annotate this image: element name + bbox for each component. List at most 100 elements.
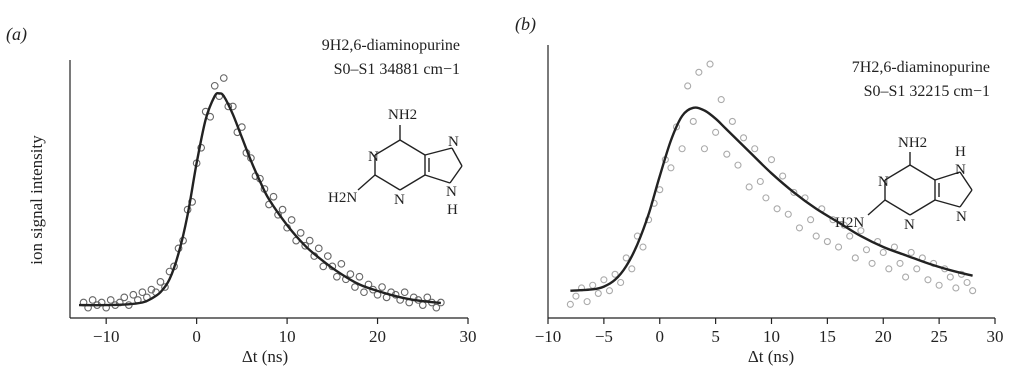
panel-b-mol-n7: N: [955, 162, 966, 178]
panel-a-x-tick-label-0: −10: [93, 327, 120, 346]
panel-a-data-point: [88, 296, 97, 304]
panel-b-data-point: [751, 145, 759, 153]
panel-a-annotation-name: 9H2,6-diaminopurine: [322, 37, 460, 54]
panel-b-data-point: [879, 248, 887, 257]
panel-a-data-point: [106, 296, 115, 304]
panel-a-data-point: [432, 303, 441, 312]
panel-a-x-axis-label: Δt (ns): [242, 347, 288, 366]
panel-b-data-point: [907, 248, 915, 257]
panel-b-molecule: [867, 152, 973, 216]
panel-a-x-tick-label-2: 10: [279, 327, 296, 346]
panel-a-label: (a): [6, 24, 27, 45]
panel-b-data-point: [896, 259, 904, 267]
panel-b-data-point: [589, 281, 597, 289]
panel-b-mol-n3: N: [904, 217, 915, 233]
panel-b-data-point: [678, 145, 686, 153]
panel-b-data-point: [784, 210, 792, 218]
panel-b-data-point: [712, 128, 720, 136]
panel-a-data-point: [314, 244, 323, 253]
panel-b-mol-n1: N: [878, 174, 889, 190]
panel-a-data-point: [156, 278, 165, 286]
panel-a-data-point: [323, 252, 332, 260]
panel-b-data-point: [851, 254, 859, 262]
panel-a-mol-h: H: [447, 202, 458, 218]
panel-b-x-tick-label-8: 30: [987, 327, 1004, 346]
panel-b-mol-nh2: NH2: [898, 135, 927, 151]
panel-b-data-point: [639, 243, 647, 251]
panel-a-data-point: [120, 293, 129, 302]
panel-a-fit-curve: [78, 91, 442, 307]
panel-a-data-point: [337, 259, 346, 268]
panel-a-annotation-transition: S0–S1 34881 cm−1: [334, 61, 460, 78]
panel-a-data-point: [301, 241, 310, 250]
panel-a-data-point: [296, 229, 305, 237]
panel-b-data-point: [734, 161, 742, 169]
panel-a-data-point: [346, 270, 355, 278]
panel-b-data-point: [812, 232, 820, 240]
panel-b-data-point: [868, 259, 876, 267]
panel-b-data-point: [846, 232, 854, 240]
panel-a-data-point: [129, 290, 138, 299]
panel-b-data-point: [773, 205, 781, 213]
panel-b-data-point: [969, 287, 977, 295]
panel-a-data-point: [210, 81, 219, 90]
panel-b-x-tick-label-0: −10: [535, 327, 562, 346]
panel-a-data-point: [355, 272, 364, 281]
panel-b-x-tick-label-7: 25: [931, 327, 948, 346]
panel-a-data-point: [378, 283, 386, 291]
panel-b-x-tick-label-3: 5: [711, 327, 720, 346]
panel-b-x-tick-label-5: 15: [819, 327, 836, 346]
panel-b-data-point: [862, 246, 871, 254]
panel-b-x-tick-label-6: 20: [875, 327, 892, 346]
panel-a-mol-n1: N: [368, 149, 379, 165]
panel-b-x-tick-label-1: −5: [595, 327, 613, 346]
panel-a-data-point: [332, 272, 341, 281]
panel-a-mol-h2n: H2N: [328, 190, 357, 206]
panel-a-data-point: [269, 192, 278, 201]
panel-a-data-point: [278, 205, 287, 214]
panel-a-data-point: [219, 74, 228, 82]
panel-a-data-point: [418, 301, 427, 309]
panel-b-mol-h2n: H2N: [835, 215, 864, 231]
panel-a-data-point: [400, 288, 409, 297]
panel-a-mol-n7: N: [448, 134, 459, 150]
panel-b-data-point: [667, 164, 675, 172]
panel-b-data-point: [594, 289, 602, 297]
panel-b-data-point: [583, 298, 591, 306]
panel-b-data-point: [611, 270, 619, 278]
panel-b-data-point: [706, 60, 714, 68]
panel-b-data-point: [700, 145, 709, 153]
panel-b-data-point: [728, 117, 736, 125]
panel-a-data-point: [305, 236, 314, 245]
panel-b-data-point: [963, 278, 971, 287]
panel-b-mol-h: H: [955, 144, 966, 160]
panel-b-data-point: [823, 238, 831, 246]
panel-b-data-point: [779, 172, 787, 180]
panel-b-data-point: [745, 183, 753, 191]
panel-b-data-point: [566, 300, 574, 308]
panel-b-data-point: [689, 117, 697, 125]
panel-a-x-tick-label-3: 20: [369, 327, 386, 346]
panel-b-x-axis-label: Δt (ns): [748, 347, 794, 366]
panel-a-data-point: [319, 262, 328, 271]
panel-b-data-point: [695, 68, 703, 76]
panel-a-data-point: [360, 288, 368, 297]
panel-b-data-point: [890, 243, 898, 251]
panel-b-annotation-transition: S0–S1 32215 cm−1: [864, 83, 990, 100]
panel-b-data-point: [572, 292, 580, 300]
panel-a-x-tick-label-4: 30: [460, 327, 477, 346]
panel-b-data-point: [617, 278, 625, 287]
panel-b-data-point: [684, 82, 692, 90]
panel-b-data-point: [902, 273, 910, 281]
panel-b-data-point: [795, 224, 803, 232]
panel-b-data-point: [628, 265, 636, 273]
panel-b-data-point: [834, 243, 843, 251]
panel-b-label: (b): [515, 14, 536, 35]
panel-a-data-point: [161, 283, 169, 291]
panel-b-data-point: [740, 134, 748, 142]
panel-b-mol-n9: N: [956, 209, 967, 225]
panel-b-data-point: [723, 150, 731, 158]
panel-a-data-point: [351, 283, 359, 291]
